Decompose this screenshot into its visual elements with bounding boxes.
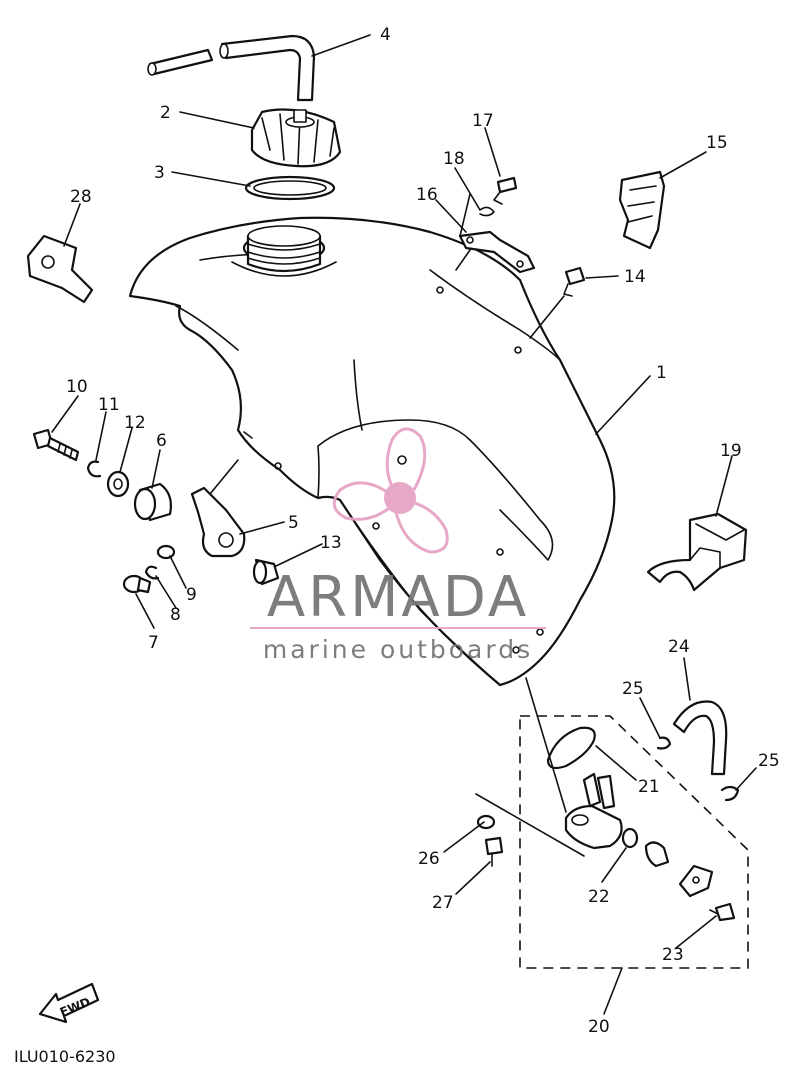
callout-26: 26: [418, 849, 440, 869]
part-fuel-cock-assembly-20: [519, 715, 749, 969]
part-washer-9: [156, 544, 176, 560]
part-washer-11: [86, 460, 102, 478]
part-strap-15: [618, 170, 666, 250]
callout-2: 2: [160, 103, 171, 123]
part-bolt-7: [122, 574, 152, 594]
callout-10: 10: [66, 377, 88, 397]
callout-5: 5: [288, 513, 299, 533]
part-fuel-cock-body: [564, 772, 623, 850]
callout-21: 21: [638, 777, 660, 797]
part-damper-6: [133, 482, 172, 522]
callout-23: 23: [662, 945, 684, 965]
callout-18: 18: [443, 149, 465, 169]
part-hose-4: [147, 34, 316, 102]
figure-code: ILU010-6230: [14, 1047, 116, 1066]
callout-12: 12: [124, 413, 146, 433]
callout-9: 9: [186, 585, 197, 605]
callout-25a: 25: [622, 679, 644, 699]
callout-4: 4: [380, 25, 391, 45]
part-oring-21: [546, 726, 596, 770]
part-clip-25b: [720, 785, 740, 802]
callout-25b: 25: [758, 751, 780, 771]
part-bolt-14: [563, 266, 586, 297]
armada-watermark: ARMADA marine outboards: [250, 427, 546, 664]
callout-13: 13: [320, 533, 342, 553]
part-hose-24: [672, 700, 728, 776]
part-oring-22: [621, 827, 639, 849]
part-bracket-5: [190, 486, 246, 558]
fwd-arrow-icon: FWD: [38, 982, 100, 1024]
part-bolt-27: [484, 836, 504, 867]
part-stay-16: [458, 230, 536, 274]
part-bolt-17: [493, 176, 518, 205]
callout-6: 6: [156, 431, 167, 451]
part-damper-19: [646, 512, 748, 592]
part-washer-8: [144, 565, 160, 580]
watermark-tagline: marine outboards: [263, 635, 533, 664]
callout-17: 17: [472, 111, 494, 131]
callout-20: 20: [588, 1017, 610, 1037]
callout-numbers: 4 2 3 28 17 18 16 15 14 1 19 10 11 12 6 …: [66, 25, 780, 1037]
part-screw-23: [709, 902, 736, 922]
part-bolt-10: [32, 428, 80, 462]
part-filler-cap-2: [250, 108, 342, 168]
callout-8: 8: [170, 605, 181, 625]
part-cock-plate: [678, 864, 714, 898]
callout-24: 24: [668, 637, 690, 657]
callout-22: 22: [588, 887, 610, 907]
part-cock-lever: [644, 841, 670, 868]
callout-11: 11: [98, 395, 120, 415]
watermark-brand: ARMADA: [267, 565, 529, 630]
callout-14: 14: [624, 267, 646, 287]
part-collar-12: [106, 470, 130, 498]
callout-19: 19: [720, 441, 742, 461]
part-washer-26: [476, 814, 496, 830]
part-washer-18: [479, 206, 495, 217]
callout-28: 28: [70, 187, 92, 207]
callout-16: 16: [416, 185, 438, 205]
part-gasket-3: [244, 175, 336, 201]
part-clip-25a: [656, 736, 672, 750]
callout-27: 27: [432, 893, 454, 913]
part-fuel-tank-1: [128, 216, 616, 687]
callout-15: 15: [706, 133, 728, 153]
leader-lines: [51, 34, 757, 1015]
part-collar-13: [252, 558, 280, 586]
callout-3: 3: [154, 163, 165, 183]
propeller-logo-icon: [332, 427, 449, 554]
part-bracket-28: [26, 234, 94, 304]
callout-7: 7: [148, 633, 159, 653]
callout-1: 1: [656, 363, 667, 383]
